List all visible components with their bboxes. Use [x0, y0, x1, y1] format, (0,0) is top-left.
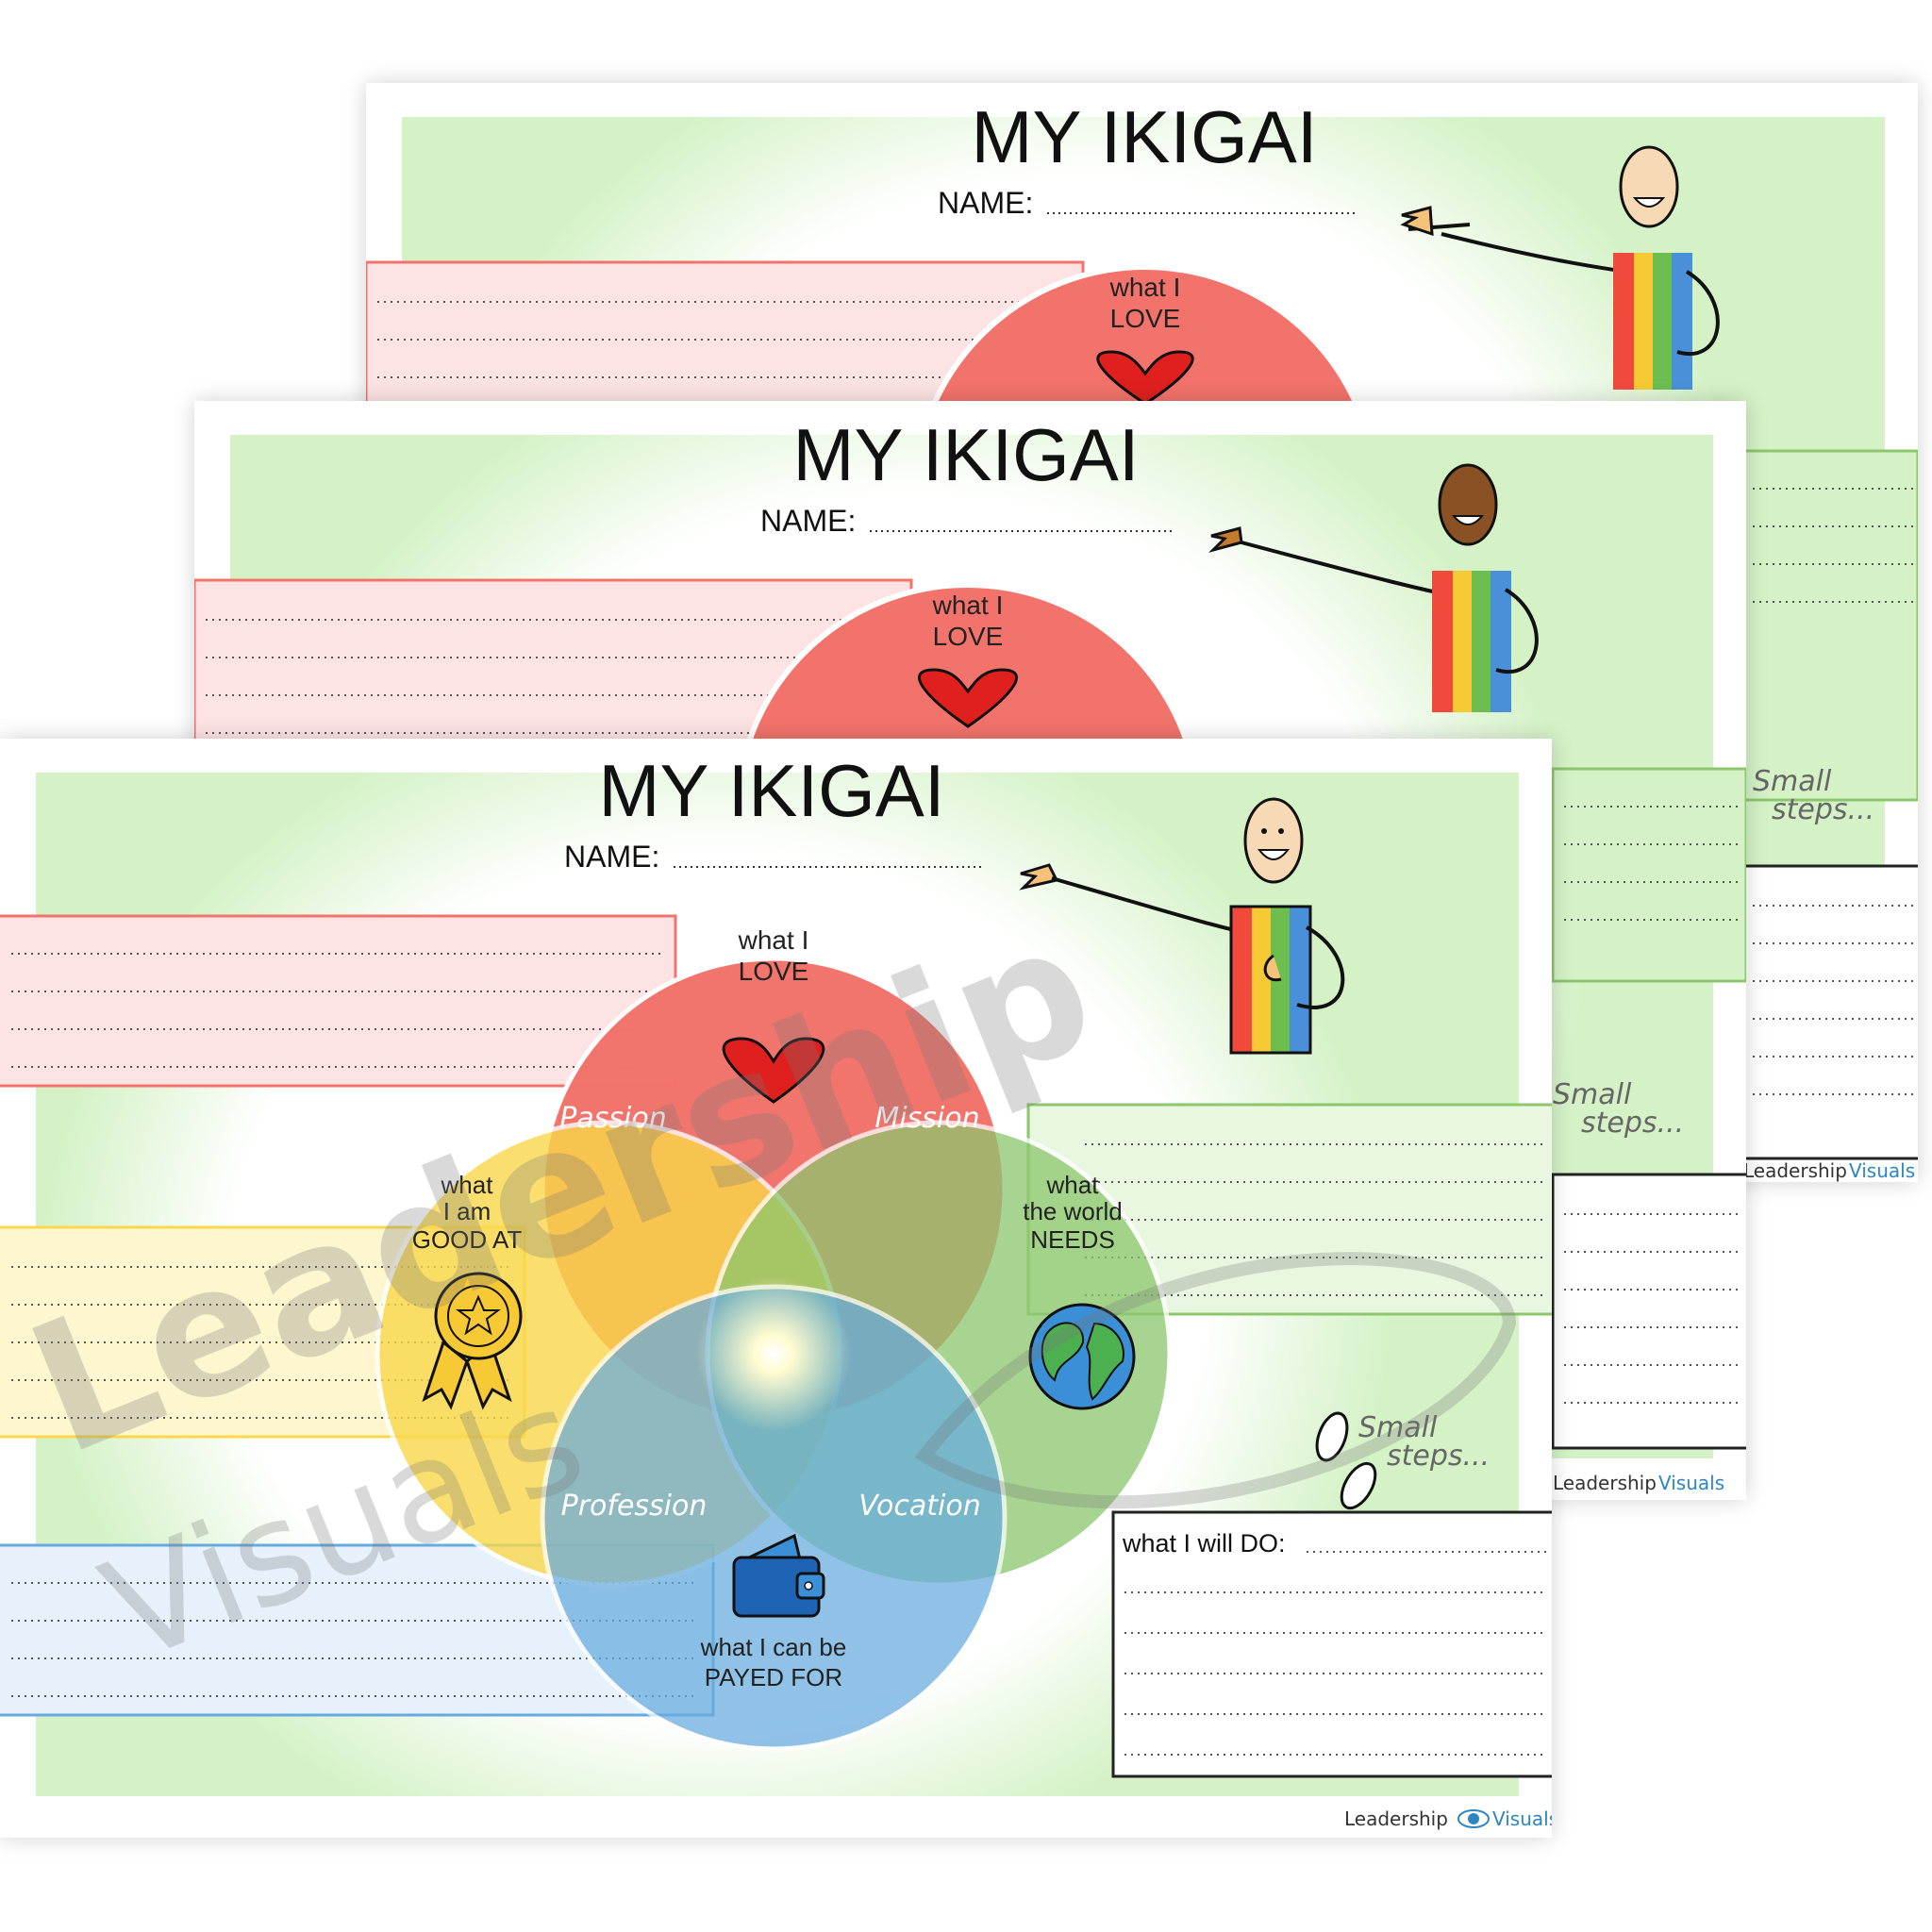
page-title: MY IKIGAI — [972, 95, 1318, 178]
will-do-label: what I will DO: — [1122, 1529, 1286, 1557]
good-at-label: GOOD AT — [412, 1225, 523, 1254]
svg-text:LOVE: LOVE — [1110, 304, 1181, 333]
world-needs-label: the world — [1023, 1197, 1123, 1225]
will-do-box[interactable]: what I will DO: — [1111, 1510, 1552, 1778]
small-steps-label: steps... — [1387, 1440, 1490, 1473]
ikigai-venn-diagram — [375, 956, 1173, 1752]
profession-label: Profession — [561, 1490, 708, 1523]
mission-label: Mission — [874, 1102, 979, 1135]
small-steps-label: Small — [1358, 1411, 1438, 1444]
ikigai-center-sparkle — [696, 1276, 851, 1431]
svg-text:what I: what I — [932, 591, 1004, 620]
good-at-label: I am — [443, 1197, 491, 1225]
svg-text:steps...: steps... — [1581, 1107, 1684, 1140]
name-label: NAME: — [564, 840, 659, 874]
svg-text:Small: Small — [1553, 1078, 1632, 1111]
stick-figure-illustration — [1400, 145, 1720, 390]
heart-icon — [917, 668, 1019, 728]
svg-text:Small: Small — [1753, 765, 1832, 798]
svg-text:steps...: steps... — [1772, 793, 1874, 826]
footprints-icon — [1315, 1411, 1377, 1510]
love-label: what I — [738, 925, 809, 955]
heart-icon — [722, 1037, 825, 1104]
world-needs-label: what — [1046, 1171, 1100, 1199]
eye-logo-icon — [1457, 1809, 1490, 1828]
page-title: MY IKIGAI — [599, 749, 945, 832]
payed-for-label: what I can be — [700, 1633, 847, 1661]
name-label: NAME: — [938, 186, 1033, 220]
svg-text:what I: what I — [1109, 273, 1181, 302]
love-label: LOVE — [739, 957, 809, 986]
good-at-label: what — [441, 1171, 494, 1199]
name-label: NAME: — [760, 504, 856, 538]
wallet-icon — [732, 1533, 825, 1618]
svg-text:Leadership: Leadership — [1743, 1159, 1847, 1182]
svg-text:Leadership: Leadership — [1553, 1472, 1657, 1494]
svg-text:LOVE: LOVE — [933, 622, 1004, 651]
worksheet-front: MY IKIGAI NAME: — [0, 739, 1552, 1838]
passion-label: Passion — [559, 1102, 666, 1135]
love-notes-band[interactable] — [0, 914, 677, 1088]
payed-for-label: PAYED FOR — [705, 1663, 842, 1691]
svg-text:Visuals: Visuals — [1849, 1159, 1915, 1182]
vocation-label: Vocation — [858, 1490, 980, 1523]
globe-icon — [1028, 1303, 1136, 1410]
stick-figure-illustration — [1208, 463, 1539, 712]
world-needs-label: NEEDS — [1030, 1225, 1115, 1254]
brand-name: Leadership — [1344, 1807, 1448, 1830]
svg-text:Visuals: Visuals — [1658, 1472, 1724, 1494]
heart-icon — [1096, 350, 1194, 406]
page-title: MY IKIGAI — [793, 413, 1140, 496]
brand-name-accent: Visuals — [1492, 1807, 1552, 1830]
award-medal-icon — [422, 1272, 523, 1410]
stick-figure-illustration — [1019, 797, 1345, 1055]
